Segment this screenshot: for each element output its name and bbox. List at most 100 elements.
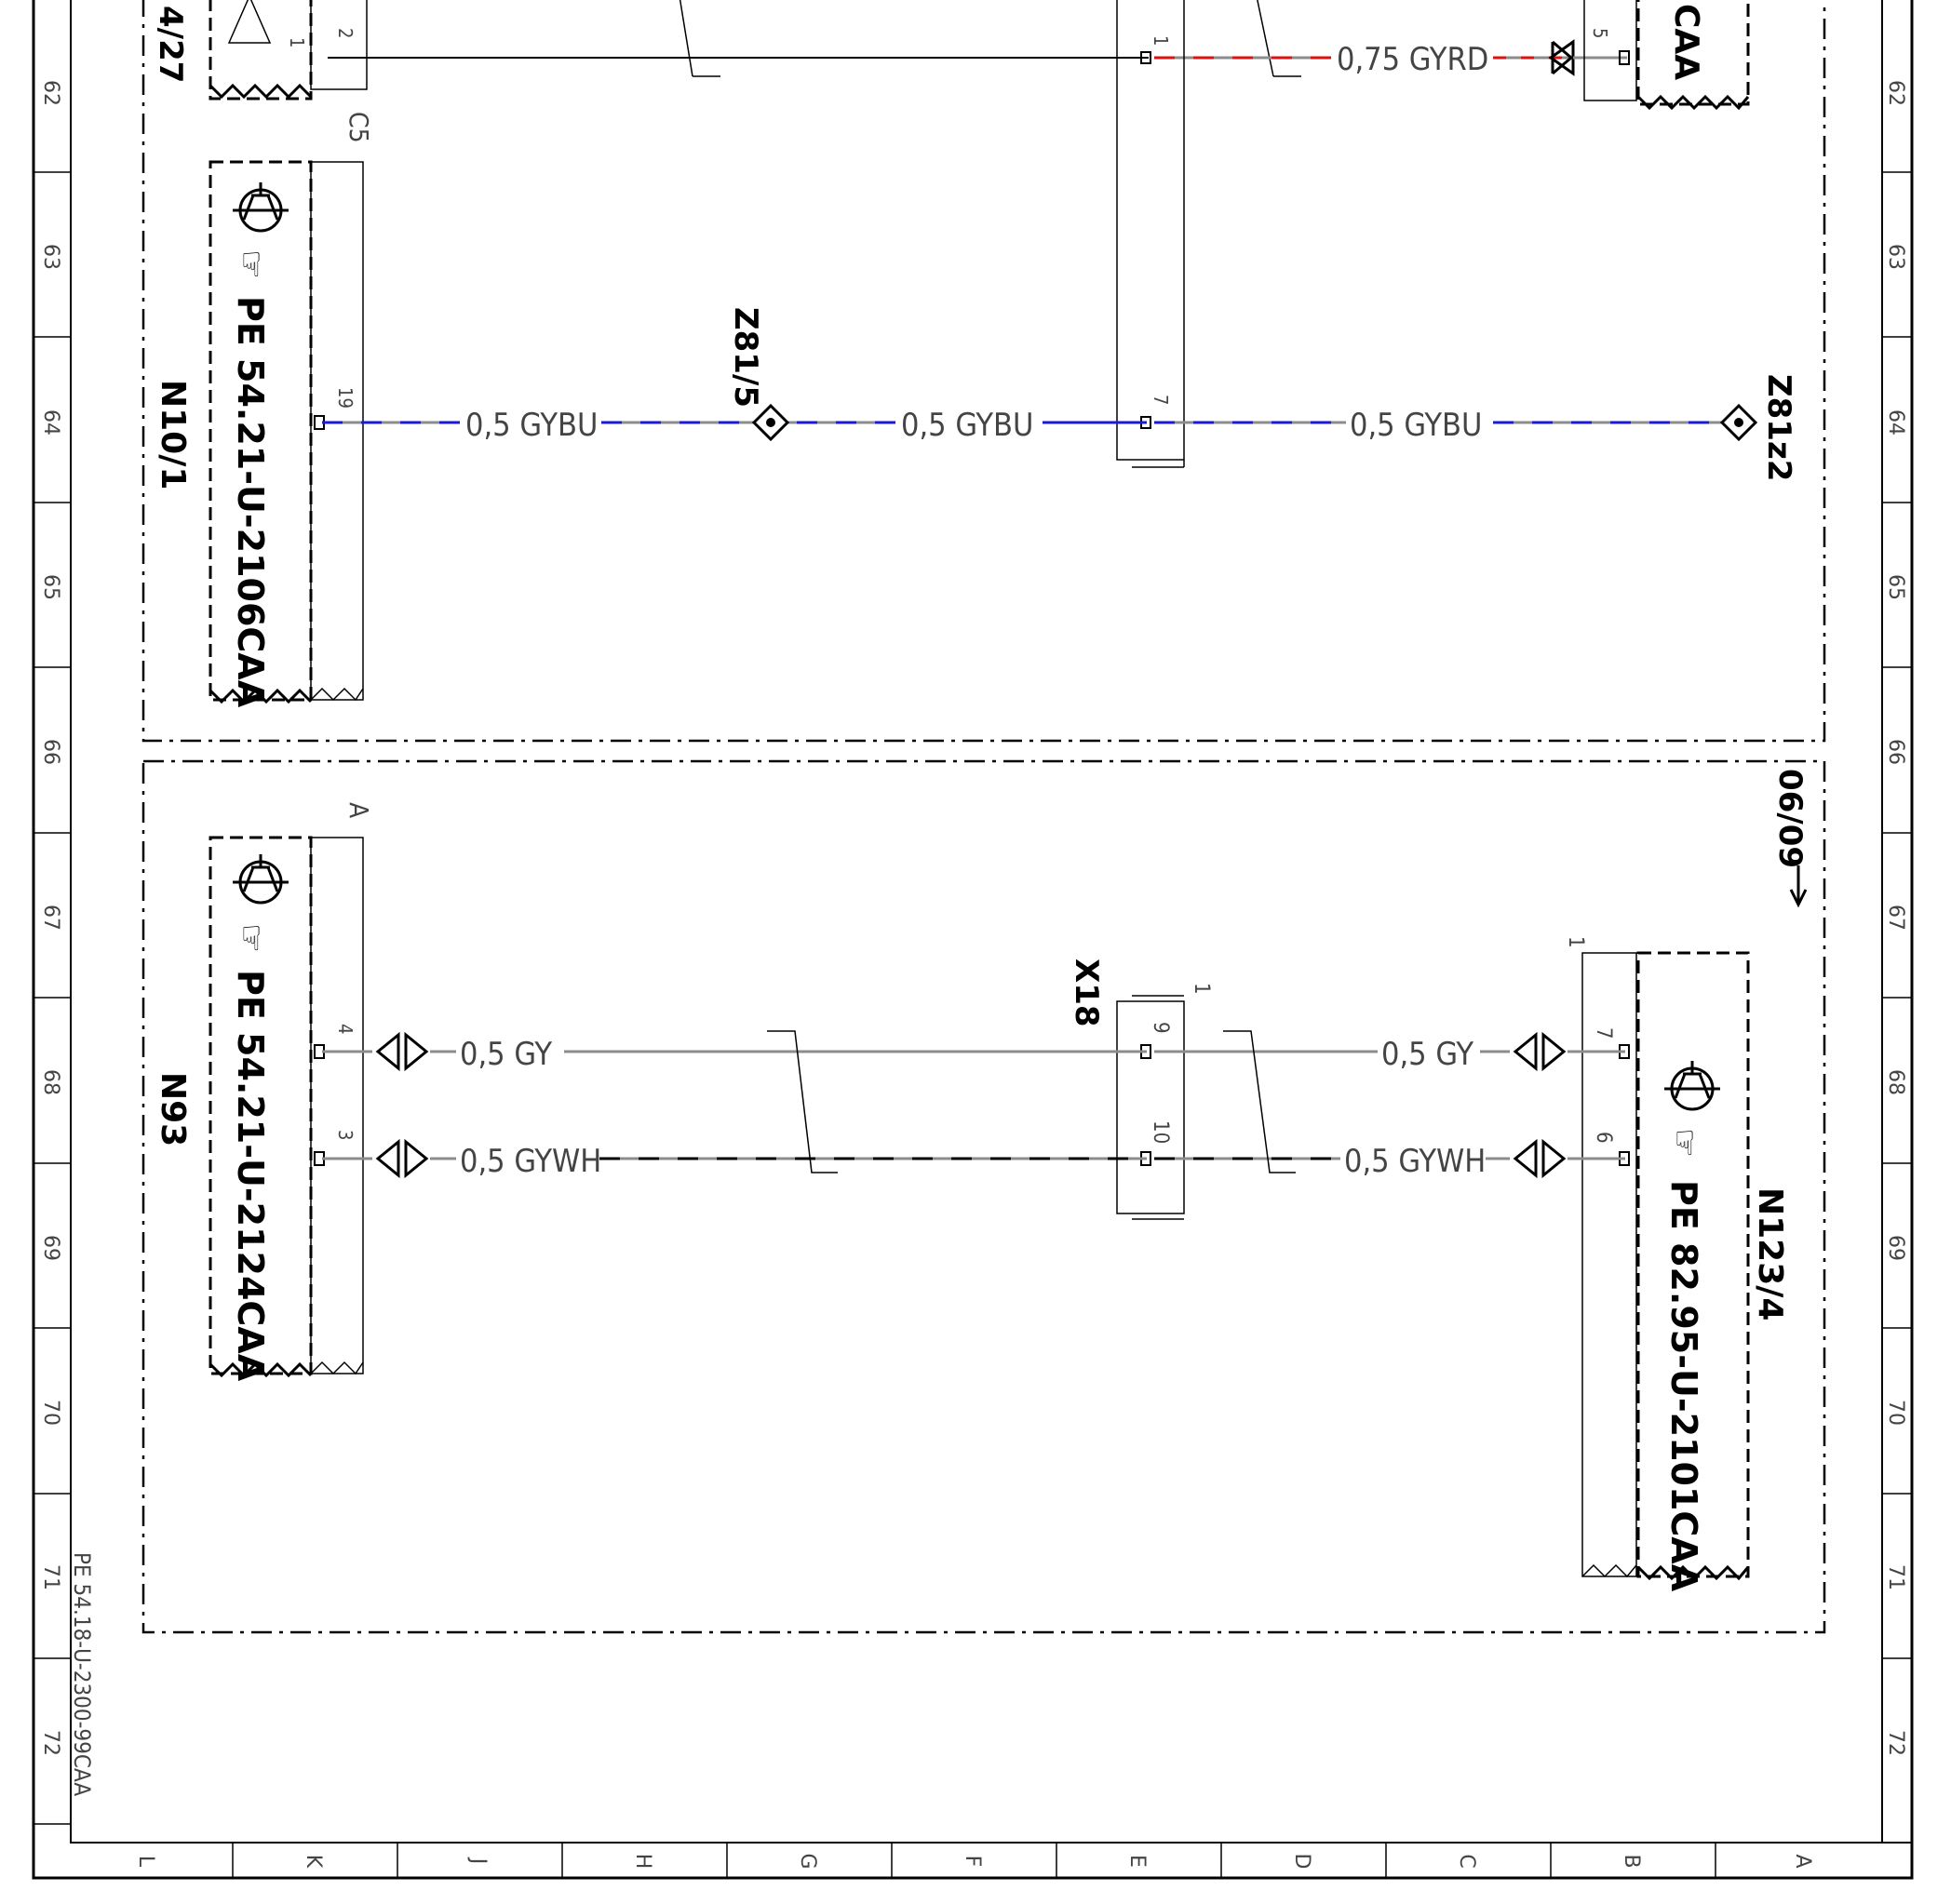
connector-arrow-icon	[1548, 39, 1575, 76]
wire-label: 0,5 GYBU	[465, 407, 598, 444]
pin-number: 2	[334, 28, 357, 38]
pointing-hand-icon: ☞	[232, 249, 270, 279]
module-doc: PE 82.95-U-2101CAA	[1663, 1180, 1704, 1592]
row-label: 69	[1884, 1235, 1907, 1261]
module-n10-1: ☞ PE 54.21-U-2106CAA N10/1 C5 19	[154, 112, 374, 708]
splice-diamond-icon	[1719, 403, 1758, 442]
connector-label: C5	[343, 112, 374, 143]
column-label: J	[466, 1857, 490, 1865]
row-label: 72	[1884, 1730, 1907, 1756]
pin-number: 7	[1592, 1027, 1615, 1039]
pointing-hand-icon: ☞	[232, 923, 270, 953]
row-label: 66	[1884, 739, 1907, 765]
drawing-frame	[32, 0, 1914, 1880]
row-label: 65	[39, 574, 62, 600]
row-label: 68	[1884, 1069, 1907, 1095]
row-label: 70	[1884, 1400, 1907, 1426]
wire-label: 0,5 GYBU	[1350, 407, 1482, 444]
wire-label: 0,5 GYWH	[1344, 1143, 1486, 1180]
row-label: 65	[1884, 574, 1907, 600]
column-label: F	[961, 1856, 984, 1868]
row-label: 62	[39, 80, 62, 106]
module-id: N93	[154, 1072, 192, 1146]
column-label: D	[1290, 1854, 1313, 1870]
double-arrow-connector-icon	[375, 1031, 1567, 1179]
column-labels: L K J H G F E D C B A	[134, 1853, 1814, 1869]
pin-number: 4	[334, 1024, 357, 1034]
row-label: 64	[1884, 409, 1907, 436]
component-top-left: 4/27 2 1	[152, 0, 368, 101]
column-label: C	[1455, 1854, 1478, 1868]
row-labels-right: 62 63 64 65 66 67 68 69 70 71 72	[1884, 80, 1907, 1756]
row-label: 63	[1884, 244, 1907, 270]
pin-number: 7	[1150, 395, 1172, 405]
pointing-hand-icon: ☞	[1665, 1128, 1703, 1158]
wire-top-break	[679, 0, 693, 77]
column-label: L	[134, 1856, 157, 1868]
pin-number: 6	[1592, 1132, 1615, 1144]
module-n93: ☞ PE 54.21-U-2124CAA N93 A 4 3	[154, 802, 374, 1382]
pin-number: 19	[334, 387, 357, 409]
connector-id: X18	[1068, 959, 1105, 1027]
splice-diamond-icon	[751, 403, 790, 442]
row-label: 67	[39, 905, 62, 931]
wire-label: 0,75 GYRD	[1337, 41, 1488, 78]
pin-number: 5	[1589, 28, 1611, 38]
row-label: 67	[1884, 905, 1907, 931]
row-label: 63	[39, 244, 62, 270]
component-id: 4/27	[152, 6, 189, 83]
column-label: A	[1791, 1854, 1814, 1868]
row-label: 68	[39, 1069, 62, 1095]
component-doc-partial: CAA	[1667, 4, 1705, 80]
row-label: 62	[1884, 80, 1907, 106]
module-n123-4: ☞ PE 82.95-U-2101CAA N123/4 1 7 6	[1564, 936, 1789, 1592]
harness-break-marks	[767, 1030, 1296, 1173]
pin-number: 9	[1149, 1022, 1172, 1034]
row-label: 69	[39, 1235, 62, 1261]
transistor-icon	[1664, 1061, 1720, 1111]
module-id: N123/4	[1751, 1187, 1789, 1321]
section-top-boundary	[141, 0, 1826, 743]
wire-label: 0,5 GYBU	[901, 407, 1033, 444]
pin-number: 1	[286, 37, 308, 47]
pin-number: 10	[1149, 1120, 1172, 1144]
wire-top-break	[1257, 0, 1274, 77]
connector-label: A	[343, 802, 374, 819]
row-ticks	[34, 171, 1912, 1825]
row-label: 72	[39, 1730, 62, 1756]
column-ticks	[232, 1843, 1716, 1878]
wire-label: 0,5 GYWH	[460, 1143, 601, 1180]
row-label: 64	[39, 409, 62, 436]
row-label: 70	[39, 1400, 62, 1426]
pin-number: 3	[334, 1130, 357, 1140]
row-labels-left: 62 63 64 65 66 67 68 69 70 71 72	[39, 80, 62, 1756]
arrow-down-icon	[1789, 865, 1808, 908]
row-label: 66	[39, 739, 62, 765]
center-connector: 1 7	[1116, 0, 1185, 468]
drawing-number: PE 54.18-U-2300-99CAA	[69, 1552, 95, 1796]
module-doc: PE 54.21-U-2106CAA	[230, 296, 271, 708]
splice-label: Z81/5	[727, 307, 764, 408]
splice-label: Z81z2	[1760, 374, 1797, 481]
connector-label: 1	[1564, 936, 1587, 948]
component-top-right: CAA 5	[1583, 0, 1750, 111]
column-label: K	[302, 1855, 325, 1869]
connector-side: 1	[1190, 983, 1213, 995]
connector-x18: X18 1 9 10	[1068, 959, 1213, 1220]
module-id: N10/1	[154, 380, 192, 489]
wire-label: 0,5 GY	[1381, 1036, 1473, 1073]
column-label: B	[1620, 1854, 1643, 1868]
transistor-icon	[233, 854, 289, 905]
column-label: G	[796, 1853, 819, 1869]
transistor-icon	[233, 182, 289, 233]
section-bottom-boundary	[141, 759, 1826, 1634]
pin-number: 1	[1150, 35, 1172, 46]
row-label: 71	[39, 1564, 62, 1590]
column-label: E	[1125, 1855, 1149, 1868]
row-label: 71	[1884, 1564, 1907, 1590]
module-doc: PE 54.21-U-2124CAA	[230, 970, 271, 1382]
effectivity-label: 06/09	[1771, 769, 1809, 868]
wire-label: 0,5 GY	[460, 1036, 552, 1073]
column-label: H	[631, 1854, 654, 1870]
